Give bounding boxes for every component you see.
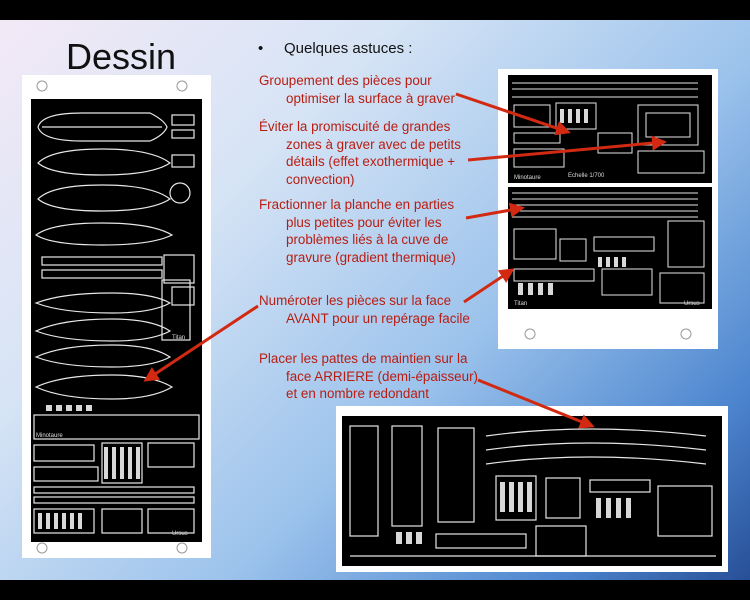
tip-line: AVANT pour un repérage facile	[286, 310, 470, 326]
tip-line: Fractionner la planche en parties	[259, 197, 455, 212]
left-etch-sheet-image: Minotaure Ursus Titan	[22, 75, 211, 558]
mount-hole-icon	[36, 542, 48, 554]
tip-numbering: Numéroter les pièces sur la face AVANT p…	[259, 292, 470, 327]
bullet-heading: • Quelques astuces :	[258, 40, 412, 57]
tip-line: et en nombre redondant	[286, 386, 429, 401]
tip-split-sheet: Fractionner la planche en parties plus p…	[259, 196, 456, 266]
zoomed-small-details	[396, 482, 631, 544]
lower-parts	[512, 192, 705, 304]
tip-line: Groupement des pièces pour	[259, 73, 432, 88]
zoomed-fret-detail-image	[336, 406, 728, 572]
mount-hole-icon	[176, 542, 188, 554]
left-etch-sheet-drawing: Minotaure Ursus Titan	[31, 80, 202, 554]
mount-hole-icon	[680, 328, 692, 340]
slide-title: Dessin	[66, 36, 177, 77]
etched-parts	[33, 112, 200, 534]
left-sheet-label-minotaure: Minotaure	[36, 433, 63, 439]
tip-line: problèmes liés à la cuve de	[286, 232, 449, 247]
tip-line: plus petites pour éviter les	[286, 214, 442, 230]
slide: Dessin • Quelques astuces : Groupement de…	[0, 20, 750, 580]
right-etch-sheet-image: Minotaure Echelle 1/700 Ursus Titan	[498, 69, 718, 349]
tip-line: détails (effet exothermique +	[286, 154, 456, 169]
small-etched-details	[38, 405, 140, 529]
bullet-dot-icon: •	[258, 40, 264, 57]
tip-grouping: Groupement des pièces pour optimiser la …	[259, 72, 455, 107]
right-sheet-label-scale: Echelle 1/700	[568, 173, 605, 179]
mount-hole-icon	[36, 80, 48, 92]
tip-line: convection)	[286, 171, 355, 187]
right-sheet-label-minotaure: Minotaure	[514, 175, 541, 181]
tip-line: gravure (gradient thermique)	[286, 249, 456, 265]
right-sheet-label-titan: Titan	[514, 301, 527, 307]
tip-line: face ARRIERE (demi-épaisseur)	[286, 368, 478, 384]
tip-avoid-mixing: Éviter la promiscuité de grandes zones à…	[259, 118, 461, 188]
left-sheet-label-titan: Titan	[172, 335, 185, 341]
tip-line: Éviter la promiscuité de grandes	[259, 119, 451, 134]
mount-hole-icon	[524, 328, 536, 340]
tip-line: zones à graver avec de petits	[286, 136, 461, 152]
tip-tabs: Placer les pattes de maintien sur la fac…	[259, 350, 478, 403]
right-etch-sheet-drawing: Minotaure Echelle 1/700 Ursus Titan	[508, 75, 712, 340]
fret-background	[31, 99, 202, 542]
zoomed-parts	[349, 425, 716, 557]
bullet-text: Quelques astuces :	[284, 40, 413, 57]
tip-line: Placer les pattes de maintien sur la	[259, 351, 468, 366]
left-sheet-label-ursus: Ursus	[172, 531, 188, 537]
tip-line: Numéroter les pièces sur la face	[259, 293, 452, 308]
right-sheet-label-ursus: Ursus	[684, 301, 700, 307]
tip-line: optimiser la surface à graver	[286, 90, 455, 106]
zoomed-fret-drawing	[342, 416, 722, 566]
mount-hole-icon	[176, 80, 188, 92]
